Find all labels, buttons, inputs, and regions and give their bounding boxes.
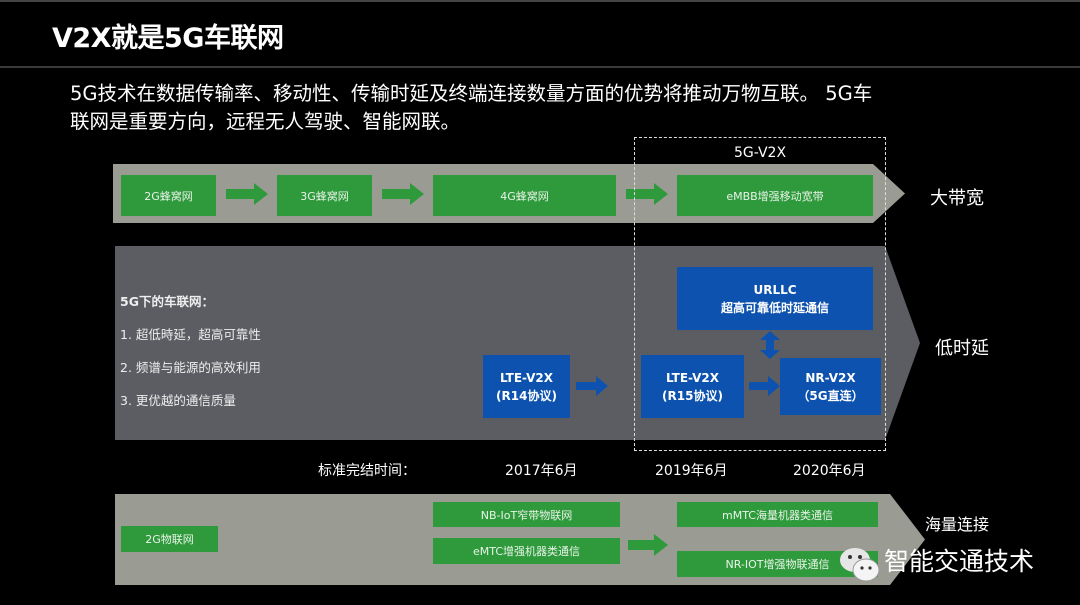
latency-item: 2. 频谱与能源的高效利用: [120, 360, 261, 375]
box-title: URLLC: [753, 282, 797, 297]
label-bandwidth: 大带宽: [930, 188, 984, 209]
watermark-text: 智能交通技术: [884, 547, 1035, 576]
timeline-label: 标准完结时间：: [318, 463, 416, 479]
group-label: 5G-V2X: [733, 145, 787, 161]
box-subtitle: （5G直连）: [797, 388, 864, 403]
box-subtitle: (R15协议): [662, 388, 723, 403]
box-subtitle: 超高可靠低时延通信: [720, 300, 829, 315]
box-nb-iot: NB-IoT窄带物联网: [433, 502, 620, 527]
intro-text: 5G技术在数据传输率、移动性、传输时延及终端连接数量方面的优势将推动万物互联。 …: [70, 80, 1030, 136]
box-nr-v2x: NR-V2X （5G直连）: [780, 358, 881, 415]
double-arrow-icon: [760, 331, 780, 359]
label-massive-connection: 海量连接: [925, 515, 990, 534]
box-title: LTE-V2X: [499, 370, 554, 385]
box-embb: eMBB增强移动宽带: [677, 175, 873, 216]
arrow-right-icon: [576, 376, 608, 396]
arrow-right-icon: [226, 183, 268, 205]
timeline-date: 2017年6月: [505, 463, 578, 479]
arrow-right-icon: [626, 183, 668, 205]
box-subtitle: (R14协议): [496, 388, 557, 403]
wechat-icon: [840, 548, 880, 582]
box-2g: 2G蜂窝网: [121, 175, 216, 216]
arrow-right-icon: [382, 183, 424, 205]
box-lte-v2x-r15: LTE-V2X (R15协议): [641, 355, 744, 418]
box-lte-v2x-r14: LTE-V2X (R14协议): [483, 355, 570, 418]
5g-v2x-group: [634, 137, 886, 451]
latency-heading: 5G下的车联网：: [120, 294, 214, 309]
box-3g: 3G蜂窝网: [277, 175, 372, 216]
page-title: V2X就是5G车联网: [52, 23, 284, 54]
title-divider: [0, 66, 1080, 68]
box-urllc: URLLC 超高可靠低时延通信: [677, 267, 873, 330]
latency-item: 1. 超低時延，超高可靠性: [120, 327, 261, 342]
box-2g-iot: 2G物联网: [121, 526, 218, 552]
box-emtc: eMTC增强机器类通信: [433, 538, 620, 564]
box-4g: 4G蜂窝网: [433, 175, 616, 216]
intro-line-2: 联网是重要方向，远程无人驾驶、智能网联。: [70, 110, 461, 133]
arrow-right-icon: [628, 534, 668, 556]
timeline-date: 2019年6月: [655, 463, 728, 479]
box-title: LTE-V2X: [665, 370, 720, 385]
arrow-right-icon: [749, 376, 780, 396]
box-title: NR-V2X: [805, 370, 856, 385]
latency-item: 3. 更优越的通信质量: [120, 393, 236, 408]
intro-line-1: 5G技术在数据传输率、移动性、传输时延及终端连接数量方面的优势将推动万物互联。 …: [70, 82, 873, 105]
top-border: [0, 0, 1080, 2]
label-latency: 低时延: [935, 338, 989, 359]
box-mmtc: mMTC海量机器类通信: [677, 502, 878, 527]
timeline-date: 2020年6月: [793, 463, 866, 479]
